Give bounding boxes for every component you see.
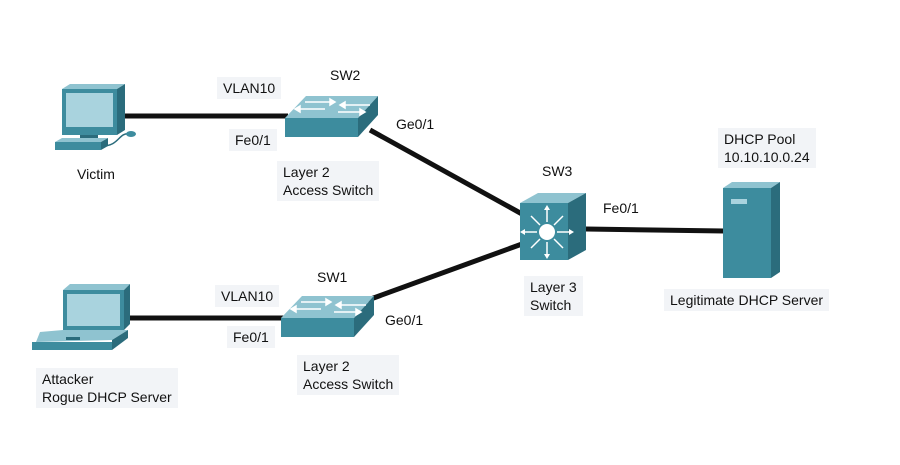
sw1-role-line1: Layer 2 [303,358,350,374]
layer2-switch-icon [281,296,374,337]
sw2-uplink-port-label: Ge0/1 [396,116,435,132]
attacker-line2: Rogue DHCP Server [42,389,172,405]
layer2-switch-icon [285,96,378,137]
server-tower-icon [723,182,780,278]
sw2-role-label: Layer 2 Access Switch [277,161,380,201]
sw2-vlan-label: VLAN10 [217,77,282,99]
sw2-access-port-label: Fe0/1 [229,129,277,151]
layer3-switch-icon [520,193,586,260]
sw1-access-port-label: Fe0/1 [227,326,275,348]
dhcp-server-label: Legitimate DHCP Server [664,289,830,311]
sw1-role-line2: Access Switch [303,376,394,392]
sw3-role-line1: Layer 3 [530,279,577,295]
desktop-pc-icon [55,84,136,150]
sw3-server-port-label: Fe0/1 [603,200,639,216]
attacker-line1: Attacker [42,371,94,387]
link-sw2-sw3 [368,127,524,217]
sw3-role-line2: Switch [530,297,572,313]
attacker-label: Attacker Rogue DHCP Server [36,368,178,408]
dhcp-pool-label: DHCP Pool 10.10.10.0.24 [718,128,816,168]
link-sw1-sw3 [367,241,523,303]
victim-label: Victim [77,166,115,182]
sw1-vlan-label: VLAN10 [215,285,280,307]
sw2-role-line2: Access Switch [283,182,374,198]
sw1-role-label: Layer 2 Access Switch [297,355,400,395]
dhcp-pool-line2: 10.10.10.0.24 [724,149,810,165]
sw1-name-label: SW1 [317,269,348,285]
dhcp-pool-line1: DHCP Pool [724,131,796,147]
sw1-uplink-port-label: Ge0/1 [385,312,424,328]
sw3-role-label: Layer 3 Switch [524,276,583,316]
sw2-name-label: SW2 [330,67,361,83]
laptop-icon [32,284,130,350]
link-sw3-server [585,226,725,234]
sw3-name-label: SW3 [542,163,573,179]
sw2-role-line1: Layer 2 [283,164,330,180]
